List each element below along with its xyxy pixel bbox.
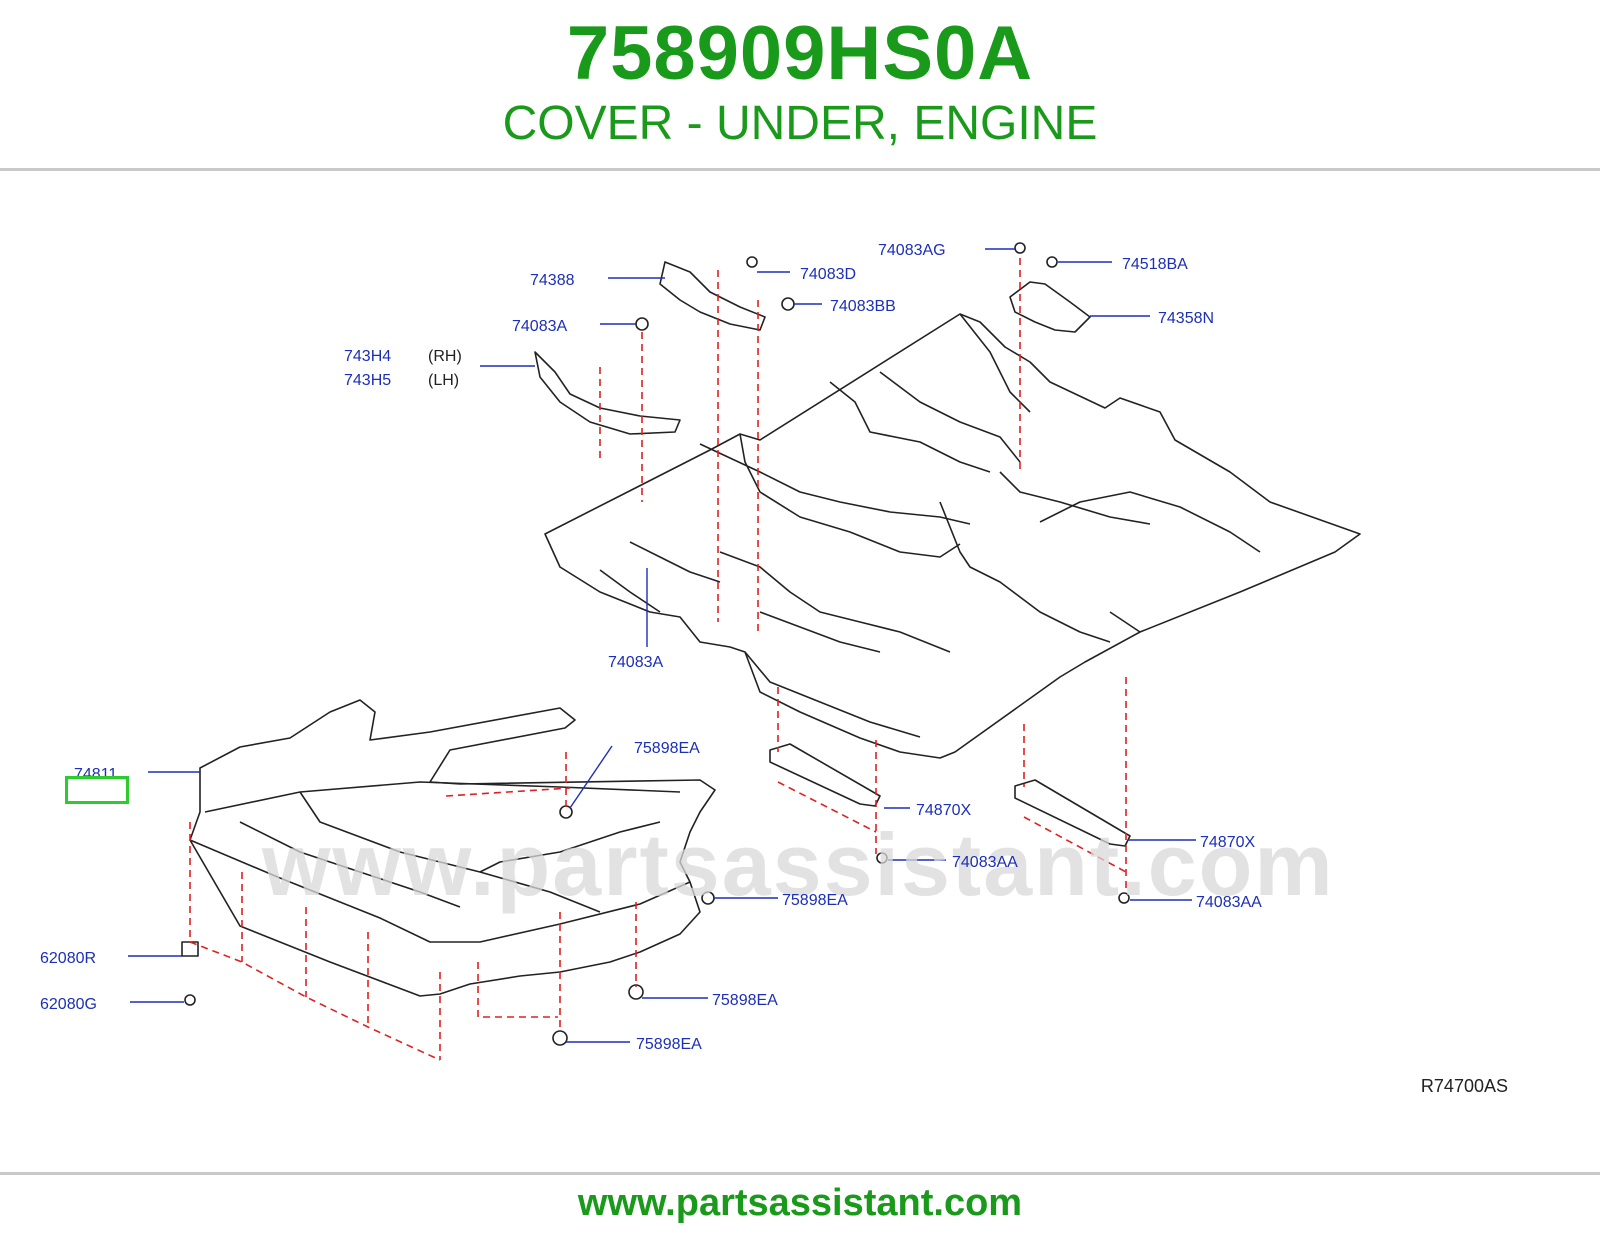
bracket-743H4 xyxy=(534,351,681,435)
callout-75898EA-4[interactable]: 75898EA xyxy=(636,1036,702,1053)
callout-62080R[interactable]: 62080R xyxy=(40,950,97,967)
callout-74518BA[interactable]: 74518BA xyxy=(1122,256,1188,273)
highlight-box-74811 xyxy=(65,776,129,804)
footer-divider xyxy=(0,1172,1600,1175)
floor-panel xyxy=(544,313,1361,759)
reference-code: R74700AS xyxy=(1420,1076,1508,1096)
callout-743H5[interactable]: 743H5 xyxy=(344,372,392,389)
part-number-title: 758909HS0A xyxy=(566,11,1034,96)
callout-74083BB[interactable]: 74083BB xyxy=(830,298,896,315)
side-rh: (RH) xyxy=(428,348,462,365)
callout-74870X-2[interactable]: 74870X xyxy=(1200,834,1256,851)
callout-74083A-top[interactable]: 74083A xyxy=(512,318,568,335)
footer-url[interactable]: www.partsassistant.com xyxy=(577,1182,1023,1224)
callout-75898EA-2[interactable]: 75898EA xyxy=(782,892,848,909)
callout-743H4[interactable]: 743H4 xyxy=(344,348,392,365)
header: 758909HS0A COVER - UNDER, ENGINE xyxy=(0,0,1600,168)
under-cover-74811 xyxy=(189,699,716,997)
diagram-drawing xyxy=(128,242,1361,1061)
parts-diagram: www.partsassistant.com 74388 74083D 7408… xyxy=(0,172,1600,1170)
side-lh: (LH) xyxy=(428,372,460,389)
part-description: COVER - UNDER, ENGINE xyxy=(502,97,1098,150)
callout-74083AA-1[interactable]: 74083AA xyxy=(952,854,1018,871)
callout-74388[interactable]: 74388 xyxy=(530,272,575,289)
watermark: www.partsassistant.com xyxy=(262,815,1335,914)
callout-74870X-1[interactable]: 74870X xyxy=(916,802,972,819)
callout-74083D[interactable]: 74083D xyxy=(800,266,857,283)
callout-75898EA-3[interactable]: 75898EA xyxy=(712,992,778,1009)
header-divider xyxy=(0,168,1600,171)
callout-74083AG[interactable]: 74083AG xyxy=(878,242,946,259)
callout-75898EA-1[interactable]: 75898EA xyxy=(634,740,700,757)
callout-74083AA-2[interactable]: 74083AA xyxy=(1196,894,1262,911)
callout-74358N[interactable]: 74358N xyxy=(1158,310,1215,327)
crossbar-74870X-1 xyxy=(769,743,881,807)
bracket-74388 xyxy=(659,261,766,331)
bracket-74358N xyxy=(1009,281,1091,333)
callout-62080G[interactable]: 62080G xyxy=(40,996,97,1013)
crossbar-74870X-2 xyxy=(1014,779,1131,847)
callout-74083A-mid[interactable]: 74083A xyxy=(608,654,664,671)
